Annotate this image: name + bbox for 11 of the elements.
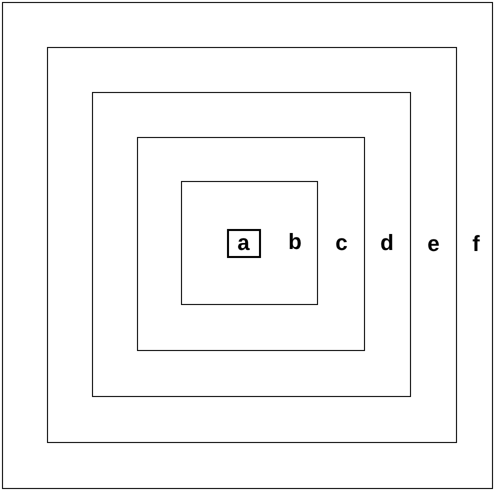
ring-letter: f [472, 233, 480, 255]
ring-letter: d [380, 232, 394, 254]
ring-letter: c [335, 232, 348, 254]
label-box [226, 228, 260, 258]
square-frame [92, 92, 411, 397]
square-frame [136, 136, 364, 350]
ring-letter: a [236, 230, 251, 256]
ring-letter: e [427, 232, 440, 254]
ring-letter: b [288, 231, 302, 253]
square-frame [181, 181, 318, 305]
square-frame [46, 46, 456, 442]
